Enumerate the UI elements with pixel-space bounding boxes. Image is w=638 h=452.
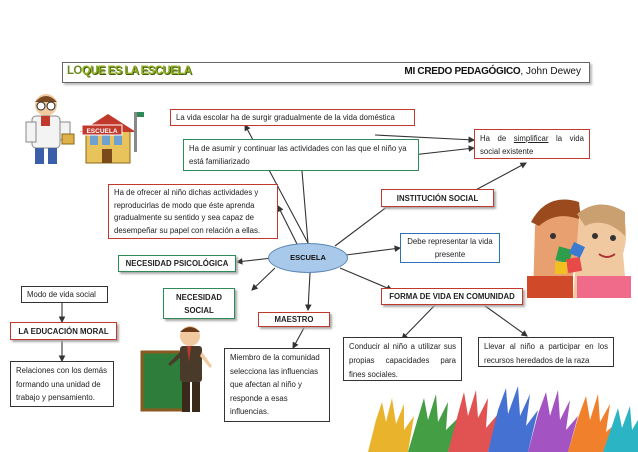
node-llevar: Llevar al niño a participar en los recur…: [478, 337, 614, 367]
node-asumir-continuar: Ha de asumir y continuar las actividades…: [183, 139, 419, 171]
node-necesidad-social: NECESIDAD SOCIAL: [163, 288, 235, 319]
simplificar-text-underlined: simplificar: [513, 134, 549, 143]
node-educacion-moral: LA EDUCACIÓN MORAL: [10, 322, 117, 340]
node-conducir: Conducir al niño a utilizar sus propias …: [343, 337, 462, 381]
title-main: QUE ES LA ESCUELA: [81, 65, 192, 77]
node-simplificar: Ha de simplificar la vida social existen…: [474, 129, 590, 159]
painted-hands-image: [368, 386, 638, 452]
node-ofrecer: Ha de ofrecer al niño dichas actividades…: [108, 184, 278, 239]
simplificar-text-a: Ha de: [480, 134, 514, 143]
title-prefix: LO: [67, 65, 82, 77]
teacher-blackboard-illustration: [140, 326, 212, 412]
header-subtitle-bold: MI CREDO PEDAGÓGICO: [404, 66, 521, 77]
header-author: , John Dewey: [520, 66, 581, 77]
node-necesidad-psicologica: NECESIDAD PSICOLÓGICA: [118, 255, 236, 272]
node-institucion-social: INSTITUCIÓN SOCIAL: [381, 189, 494, 207]
node-vida-escolar: La vida escolar ha de surgir gradualment…: [170, 109, 415, 126]
node-representar: Debe representar la vida presente: [400, 233, 500, 263]
node-modo-vida-social: Modo de vida social: [21, 286, 108, 303]
header-subtitle: MI CREDO PEDAGÓGICO, John Dewey: [404, 66, 581, 77]
header-bar: LOQUE ES LA ESCUELA MI CREDO PEDAGÓGICO,…: [62, 62, 590, 83]
node-miembro-comunidad: Miembro de la comunidad selecciona las i…: [224, 348, 330, 422]
page-title: LOQUE ES LA ESCUELA: [67, 65, 192, 77]
node-maestro: MAESTRO: [258, 312, 330, 327]
children-puzzle-photo: [527, 196, 631, 298]
simplificar-text-b: la vida social existente: [480, 134, 584, 156]
center-escuela: ESCUELA: [268, 243, 348, 273]
node-relaciones: Relaciones con los demás formando una un…: [10, 361, 114, 407]
svg-text:ESCUELA: ESCUELA: [86, 128, 117, 135]
node-forma-vida-comunidad: FORMA DE VIDA EN COMUNIDAD: [381, 288, 523, 305]
teacher-school-illustration: ESCUELA: [25, 94, 144, 164]
